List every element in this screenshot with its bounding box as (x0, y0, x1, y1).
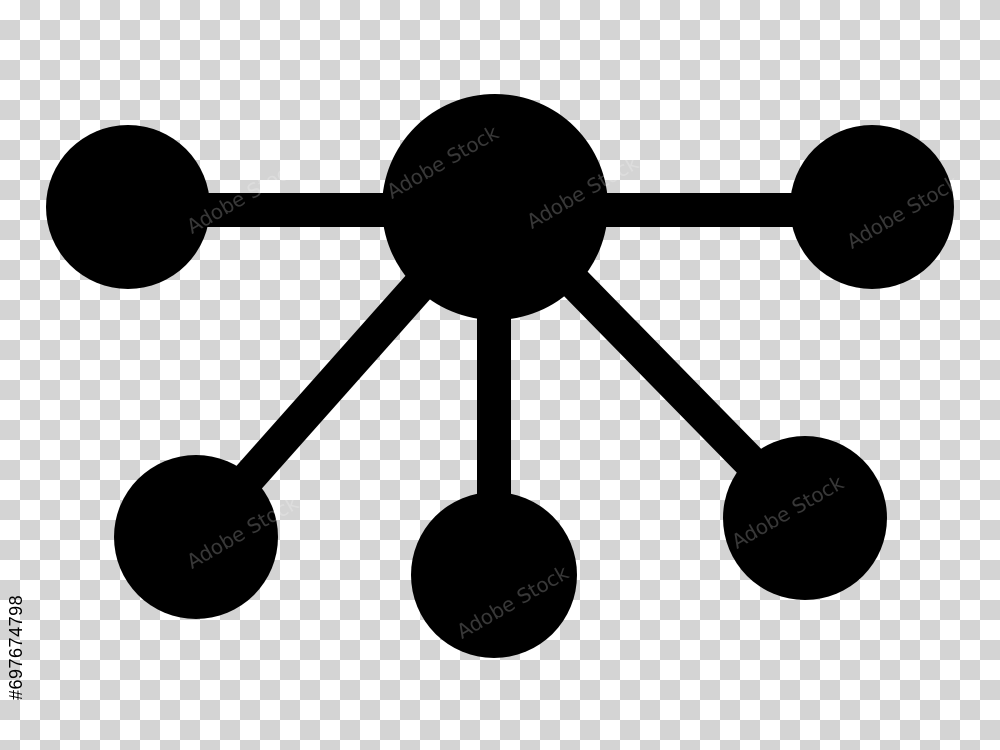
node-left (46, 125, 210, 289)
hub-node (382, 94, 608, 320)
node-bottom-center (411, 492, 577, 658)
node-bottom-right (723, 436, 887, 600)
stock-number-label: #697674798 (6, 594, 26, 700)
node-bottom-left (114, 455, 278, 619)
node-right (790, 125, 954, 289)
